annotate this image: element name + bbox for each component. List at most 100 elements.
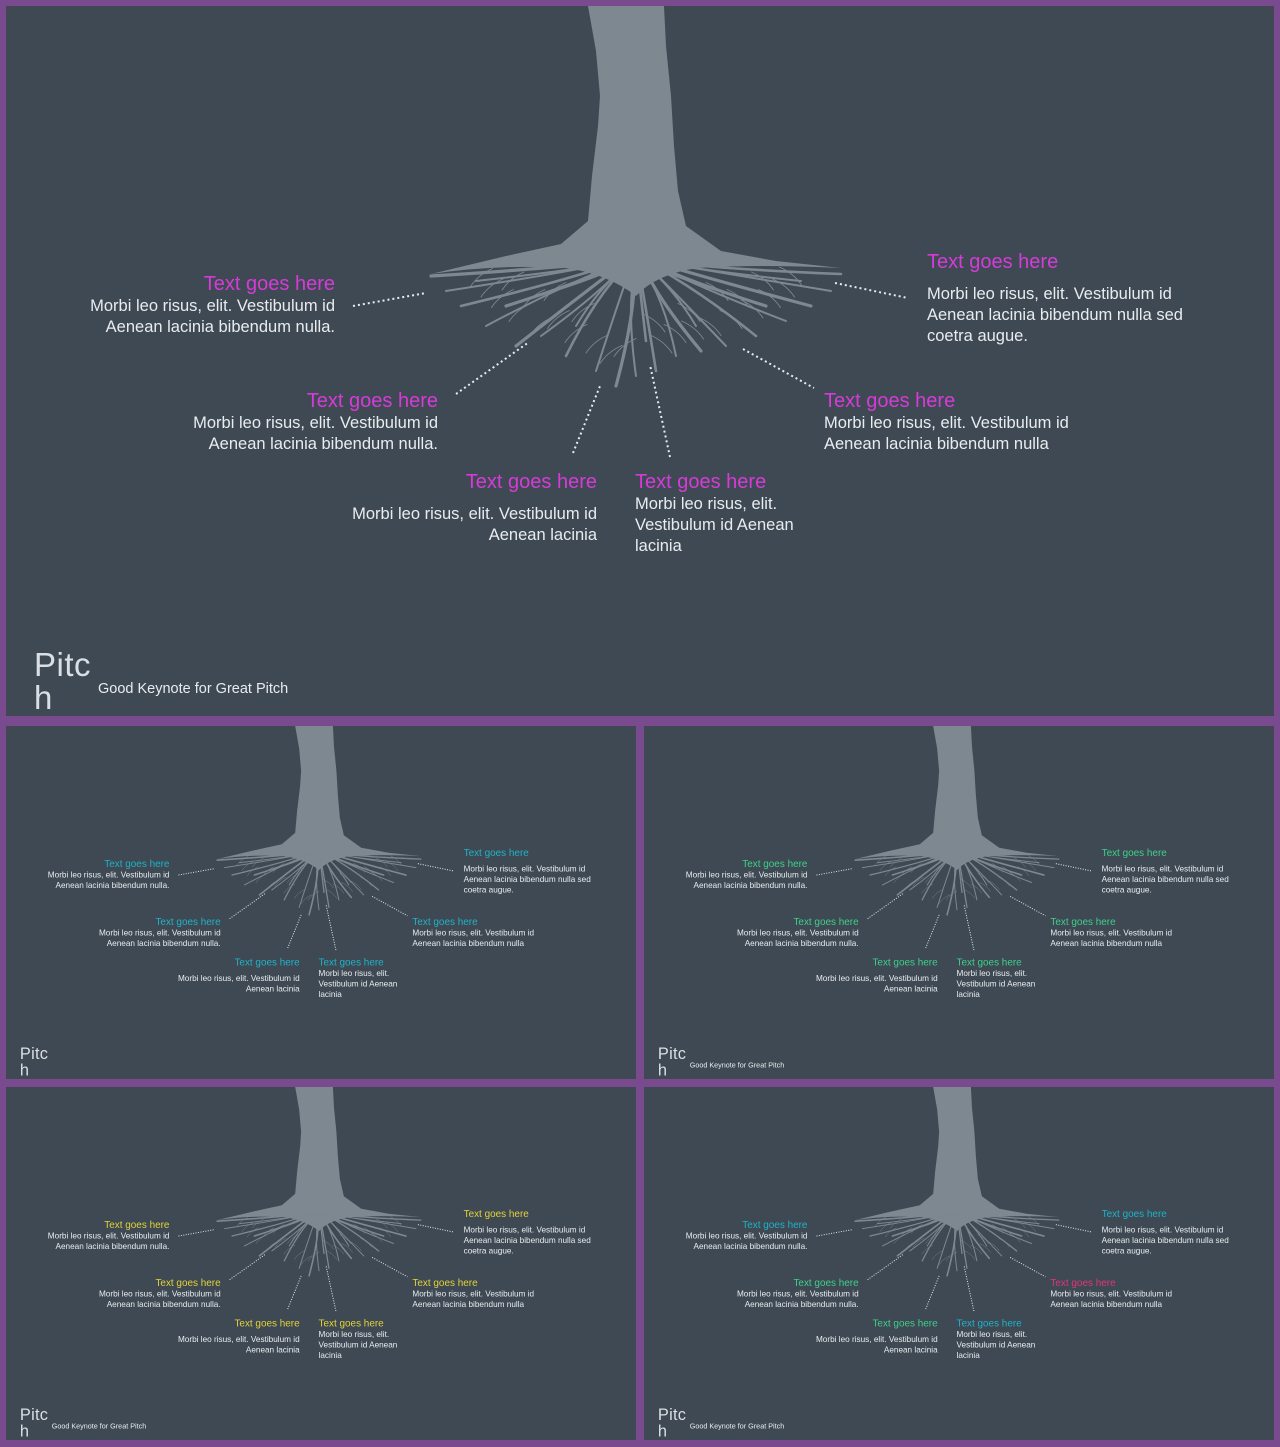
callout-body: Morbi leo risus, elit. Vestibulum id Aen… [956, 1329, 1036, 1360]
callout-title: Text goes here [872, 1318, 938, 1329]
leader-line [371, 1256, 408, 1278]
tree-root [274, 1238, 287, 1248]
tree-root [293, 889, 306, 899]
tree-root [931, 889, 944, 899]
tree-root [639, 260, 697, 327]
tree-trunk [431, 6, 841, 296]
tree-root [1028, 1216, 1040, 1226]
tree-root [353, 1224, 365, 1234]
tree-root [255, 873, 268, 883]
callout-title: Text goes here [465, 471, 597, 493]
callout-title: Text goes here [412, 916, 478, 928]
tree-root [961, 1212, 1023, 1237]
tree-root [273, 863, 285, 873]
tree-root [300, 1255, 313, 1265]
callout-body: Morbi leo risus, elit. Vestibulum id Aen… [956, 968, 1036, 999]
callout-title: Text goes here [234, 957, 300, 968]
leader-line [649, 364, 671, 458]
tree-root [1017, 866, 1030, 877]
callout-body: Morbi leo risus, elit. Vestibulum id Aen… [685, 870, 808, 890]
tree-root [921, 1245, 933, 1255]
tree-root [877, 852, 952, 864]
tree-root [890, 857, 902, 868]
leader-line [455, 341, 530, 395]
tree-root [547, 310, 570, 329]
callout-title: Text goes here [1101, 847, 1167, 859]
tree-root [320, 852, 350, 886]
callout-body: Morbi leo risus, elit. Vestibulum id Aen… [318, 1329, 398, 1360]
tree-root [1002, 866, 1014, 877]
tree-root [635, 259, 648, 343]
tree-roots-illustration [816, 1087, 1093, 1312]
leader-line [287, 1275, 302, 1310]
tree-root [705, 282, 729, 301]
leader-line [229, 892, 267, 920]
tree-root [325, 1213, 402, 1225]
leader-line [178, 1229, 215, 1237]
callout-title: Text goes here [234, 1318, 300, 1329]
tree-root [236, 856, 248, 866]
tree-root [779, 266, 802, 286]
tree-root [216, 851, 312, 861]
tree-root [320, 1212, 353, 1260]
tree-root [970, 1245, 983, 1255]
callout-body: Morbi leo risus, elit. Vestibulum id Aen… [98, 928, 221, 949]
tree-root [320, 851, 353, 899]
callout-body: Morbi leo risus, elit. Vestibulum id Aen… [177, 1334, 300, 1355]
tree-root [508, 303, 532, 322]
brand-tagline: Good Keynote for Great Pitch [51, 1422, 147, 1431]
callout-body: Morbi leo risus, elit. Vestibulum id Aen… [352, 505, 597, 544]
tree-root [979, 1243, 991, 1253]
tree-root [575, 260, 633, 327]
callout-body: Morbi leo risus, elit. Vestibulum id Aen… [47, 870, 170, 890]
tree-root [298, 1213, 318, 1269]
tree-root [386, 1222, 398, 1232]
leader-line [572, 385, 601, 454]
tree-root [869, 852, 951, 876]
tree-root [379, 866, 392, 877]
callout-title: Text goes here [155, 916, 221, 928]
tree-root [636, 259, 658, 373]
leader-line [229, 1253, 267, 1281]
tree-root [318, 852, 325, 894]
tree-root [960, 1213, 1008, 1232]
tree-root [599, 345, 623, 364]
tree-root [958, 1213, 988, 1247]
leader-line [1055, 1224, 1093, 1233]
tree-root [341, 882, 353, 892]
tree-root [1002, 1227, 1014, 1238]
tree-root [283, 884, 295, 894]
tree-root [938, 1255, 951, 1265]
tree-root [470, 268, 493, 287]
leader-line [963, 1265, 975, 1312]
callout-body: Morbi leo risus, elit. Vestibulum id Aen… [815, 973, 938, 994]
tree-root [945, 890, 958, 901]
callout-body: Morbi leo risus, elit. Vestibulum id Aen… [412, 1289, 535, 1310]
callout-title: Text goes here [927, 251, 1059, 273]
callout-body: Morbi leo risus, elit. Vestibulum id Aen… [635, 495, 794, 555]
tree-root [960, 1239, 972, 1250]
callout-body: Morbi leo risus, elit. Vestibulum id Aen… [1101, 1225, 1229, 1256]
tree-root [936, 1213, 956, 1269]
tree-root [998, 1238, 1010, 1248]
tree-root [322, 878, 334, 889]
tree-trunk [217, 726, 421, 871]
tree-root [963, 1250, 976, 1260]
tree-root [613, 338, 637, 357]
callout-body: Morbi leo risus, elit. Vestibulum id Aen… [463, 864, 591, 895]
tree-root [900, 866, 913, 877]
tree-root [353, 863, 365, 873]
callout-body: Morbi leo risus, elit. Vestibulum id Aen… [1050, 928, 1173, 949]
callout-title: Text goes here [203, 273, 335, 295]
